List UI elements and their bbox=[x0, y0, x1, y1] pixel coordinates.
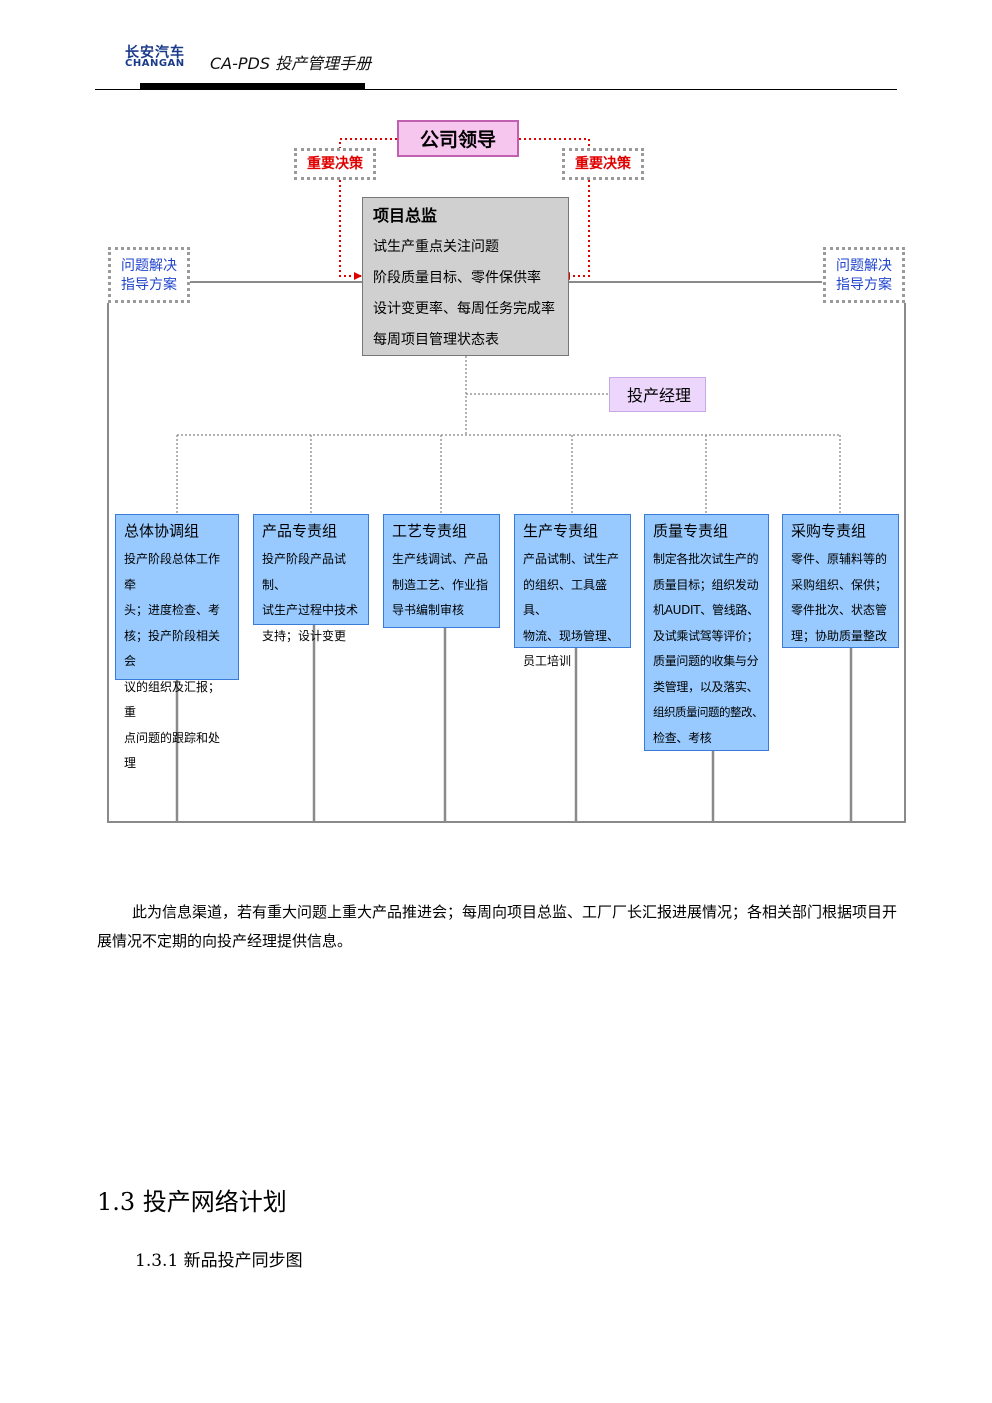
group-line: 理；协助质量整改 bbox=[791, 628, 888, 643]
group-line: 机AUDIT、管线路、 bbox=[653, 603, 759, 617]
guidance-right-line-1: 问题解决 bbox=[836, 258, 892, 274]
guidance-left-line-2: 指导方案 bbox=[121, 277, 177, 293]
group-title: 工艺专责组 bbox=[392, 522, 468, 540]
project-director-box: 项目总监 试生产重点关注问题 阶段质量目标、零件保供率 设计变更率、每周任务完成… bbox=[362, 197, 569, 356]
director-line: 试生产重点关注问题 bbox=[373, 239, 499, 255]
group-line: 及试乘试驾等评价； bbox=[653, 628, 759, 643]
header-bar bbox=[140, 83, 365, 89]
brand-logo-en: CHANGAN bbox=[125, 58, 185, 69]
group-procurement: 采购专责组 零件、原辅料等的 采购组织、保供； 零件批次、状态管 理；协助质量整… bbox=[782, 514, 899, 648]
project-director-title: 项目总监 bbox=[373, 206, 438, 225]
group-product: 产品专责组 投产阶段产品试制、 试生产过程中技术 支持；设计变更 bbox=[253, 514, 369, 643]
group-line: 物流、现场管理、 bbox=[523, 628, 620, 643]
director-line: 设计变更率、每周任务完成率 bbox=[373, 301, 555, 317]
group-line: 检查、考核 bbox=[653, 730, 712, 745]
info-channel-paragraph: 此为信息渠道，若有重大问题上重大产品推进会；每周向项目总监、工厂厂长汇报进展情况… bbox=[97, 903, 898, 950]
group-line: 零件批次、状态管 bbox=[791, 603, 888, 617]
production-manager-box: 投产经理 bbox=[609, 377, 706, 412]
guidance-left-line-1: 问题解决 bbox=[121, 258, 177, 274]
group-line: 员工培训 bbox=[523, 654, 572, 668]
important-decision-left: 重要决策 bbox=[294, 148, 376, 180]
group-line: 点问题的跟踪和处理 bbox=[124, 730, 221, 771]
group-line: 的组织、工具盛具、 bbox=[523, 577, 608, 618]
document-title: CA-PDS 投产管理手册 bbox=[210, 54, 372, 73]
group-line: 零件、原辅料等的 bbox=[791, 552, 888, 566]
group-line: 导书编制审核 bbox=[392, 603, 465, 617]
guidance-right-line-2: 指导方案 bbox=[836, 277, 892, 293]
group-line: 质量目标；组织发动 bbox=[653, 577, 759, 592]
group-title: 产品专责组 bbox=[262, 522, 338, 540]
brand-logo-cn: 长安汽车 bbox=[125, 45, 185, 61]
important-decision-right: 重要决策 bbox=[562, 148, 644, 180]
group-line: 试生产过程中技术 bbox=[262, 603, 359, 617]
guidance-box-left: 问题解决 指导方案 bbox=[108, 247, 190, 303]
group-line: 投产阶段总体工作牵 bbox=[124, 552, 221, 592]
group-quality: 质量专责组 制定各批次试生产的 质量目标；组织发动 机AUDIT、管线路、 及试… bbox=[644, 514, 769, 751]
director-line: 阶段质量目标、零件保供率 bbox=[373, 270, 541, 286]
guidance-box-right: 问题解决 指导方案 bbox=[823, 247, 905, 303]
group-title: 采购专责组 bbox=[791, 522, 867, 540]
header-rule bbox=[95, 89, 897, 90]
group-line: 投产阶段产品试制、 bbox=[262, 552, 347, 592]
group-title: 生产专责组 bbox=[523, 522, 599, 540]
group-title: 总体协调组 bbox=[124, 522, 200, 540]
group-line: 产品试制、试生产 bbox=[523, 552, 620, 566]
group-line: 核；投产阶段相关会 bbox=[124, 628, 221, 669]
group-process: 工艺专责组 生产线调试、产品 制造工艺、作业指 导书编制审核 bbox=[383, 514, 500, 628]
group-production: 生产专责组 产品试制、试生产 的组织、工具盛具、 物流、现场管理、 员工培训 bbox=[514, 514, 631, 668]
group-line: 质量问题的收集与分 bbox=[653, 654, 759, 668]
group-line: 支持；设计变更 bbox=[262, 628, 347, 643]
group-line: 生产线调试、产品 bbox=[392, 552, 489, 566]
director-line: 每周项目管理状态表 bbox=[373, 332, 499, 348]
group-line: 组织质量问题的整改、 bbox=[653, 705, 764, 719]
subsection-heading: 1.3.1 新品投产同步图 bbox=[135, 1251, 303, 1271]
group-line: 制定各批次试生产的 bbox=[653, 552, 759, 566]
company-leadership-box: 公司领导 bbox=[397, 120, 519, 157]
group-line: 制造工艺、作业指 bbox=[392, 577, 489, 592]
group-line: 采购组织、保供； bbox=[791, 577, 888, 592]
group-line: 头；进度检查、考 bbox=[124, 603, 221, 617]
group-line: 类管理，以及落实、 bbox=[653, 679, 759, 694]
group-title: 质量专责组 bbox=[653, 522, 729, 540]
group-line: 议的组织及汇报；重 bbox=[124, 679, 221, 720]
section-heading: 1.3 投产网络计划 bbox=[97, 1188, 287, 1216]
group-coordination: 总体协调组 投产阶段总体工作牵 头；进度检查、考 核；投产阶段相关会 议的组织及… bbox=[115, 514, 239, 770]
